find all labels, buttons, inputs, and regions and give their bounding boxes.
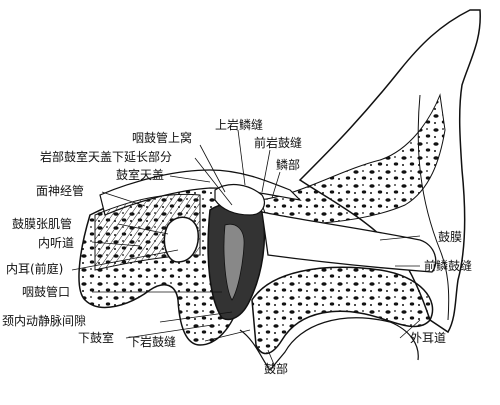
- label-tympanic-part: 鼓部: [264, 362, 289, 376]
- label-eustachian-tube-orifice: 咽鼓管口: [22, 285, 71, 299]
- label-inferior-petrotympanic-suture: 下岩鼓缝: [128, 335, 177, 349]
- tympanic-cavity-highlight: [223, 223, 245, 301]
- label-tensor-tympani-canal: 鼓膜张肌管: [12, 217, 73, 231]
- tympanic-part-outline: [239, 317, 419, 371]
- label-eustachian-supratubal-recess: 咽鼓管上窝: [132, 131, 193, 145]
- label-upper-petrosquamous-suture: 上岩鳞缝: [215, 118, 264, 132]
- label-tympanic-membrane: 鼓膜: [438, 230, 463, 244]
- squamous-bone-band: [259, 93, 446, 226]
- label-tegmen-tympani: 鼓室天盖: [116, 168, 165, 182]
- label-external-auditory-canal: 外耳道: [410, 331, 447, 345]
- tegmen-band: [99, 169, 302, 216]
- label-inner-ear-vestibule: 内耳(前庭): [6, 262, 64, 276]
- label-facial-nerve-canal: 面神经管: [36, 184, 85, 198]
- tympanic-membrane: [261, 211, 437, 273]
- label-hypotympanum: 下鼓室: [78, 331, 115, 345]
- epitympanic-recess: [214, 183, 265, 216]
- tympanic-part: [251, 266, 434, 355]
- label-anterior-squamotympanic-suture: 前鳞鼓缝: [424, 259, 473, 273]
- label-anterior-petrotympanic-suture: 前岩鼓缝: [254, 136, 303, 150]
- leader-lines: [71, 129, 421, 368]
- label-internal-acoustic-meatus: 内听道: [38, 236, 75, 250]
- label-internal-carotid-jugular-gap: 颈内动静脉间隙: [2, 314, 87, 328]
- label-petrous-tegmen-extension: 岩部鼓室天盖下延长部分: [40, 150, 173, 164]
- label-squamous-part: 鳞部: [276, 158, 301, 172]
